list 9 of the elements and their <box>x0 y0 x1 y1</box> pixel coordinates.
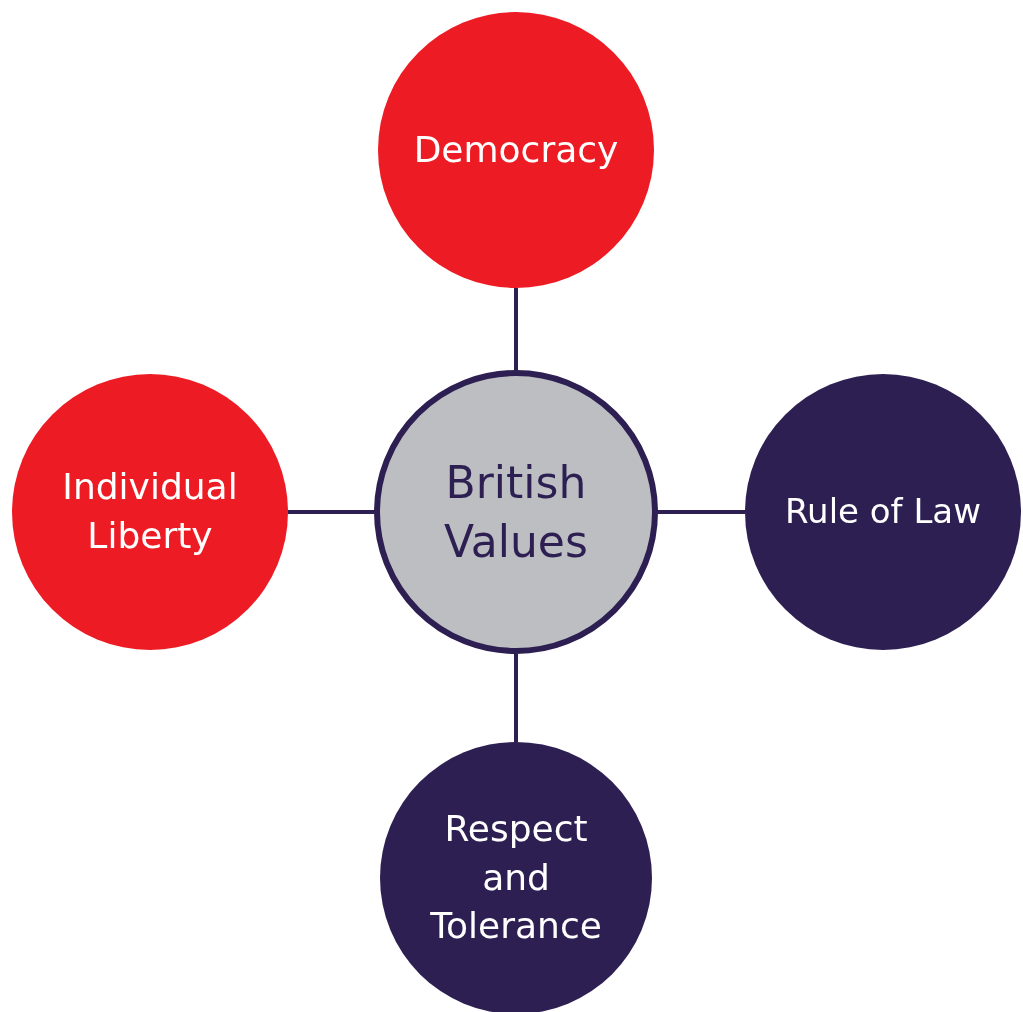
node-label: Rule of Law <box>785 490 981 534</box>
connector-line <box>658 510 745 514</box>
node-label: Democracy <box>413 127 619 172</box>
node-label: Individual Liberty <box>61 465 239 558</box>
connector-line <box>514 654 518 742</box>
connector-line <box>514 288 518 370</box>
node-label: Respect and Tolerance <box>429 807 603 949</box>
connector-line <box>288 510 374 514</box>
node-label: British Values <box>443 455 589 569</box>
